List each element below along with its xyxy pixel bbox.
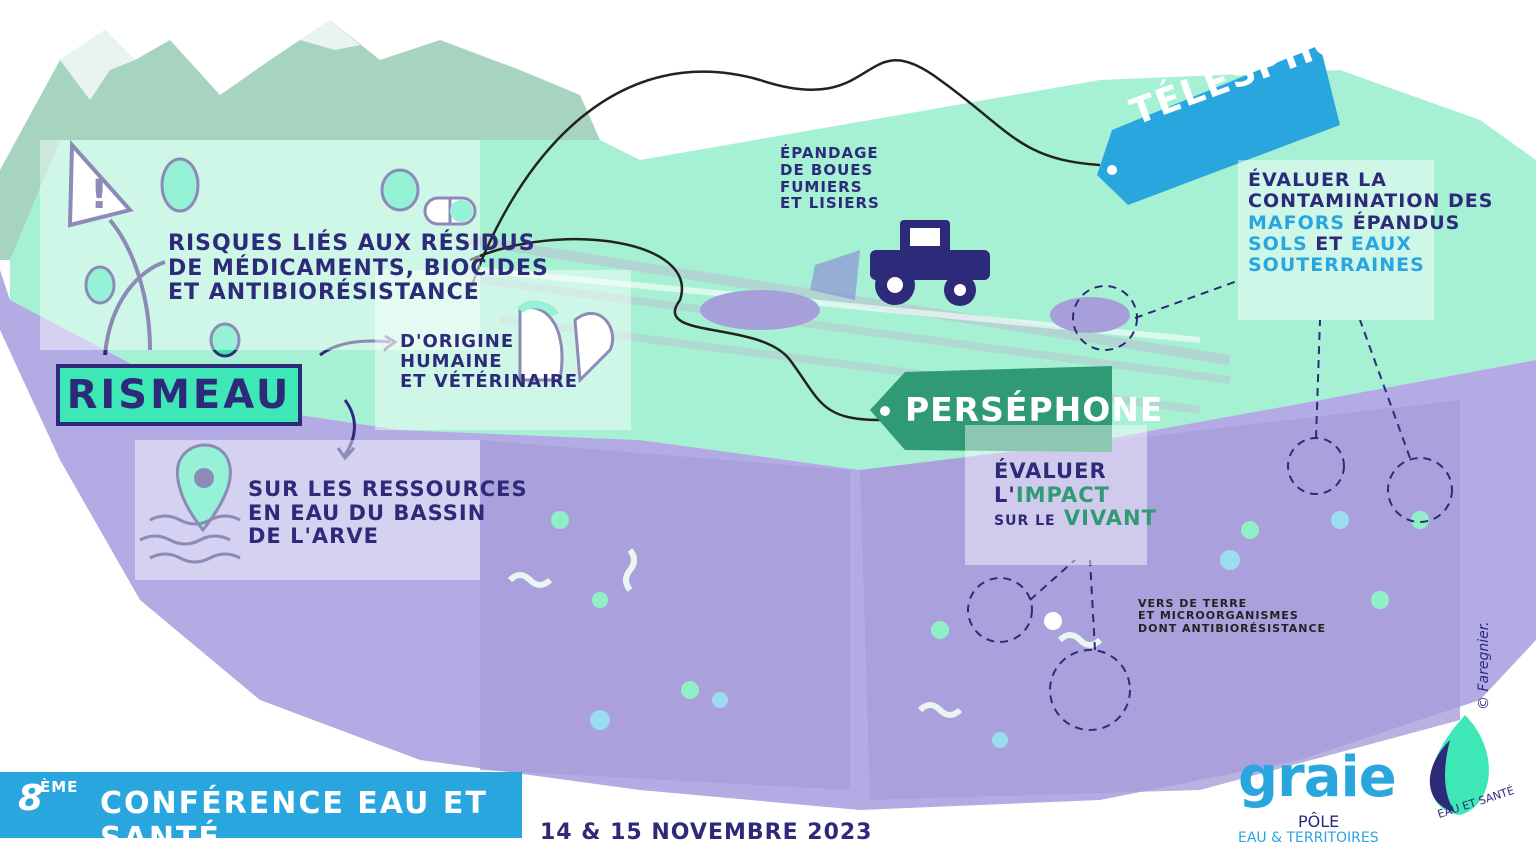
origin-line-2: humaine xyxy=(400,351,503,373)
water-waves-icon xyxy=(139,514,241,564)
eaux-accent: eaux xyxy=(1350,232,1413,255)
persephone-line-2: l'impact xyxy=(994,482,1157,508)
microbe-icon xyxy=(1371,591,1389,609)
vers-text: Vers de terre et microorganismes dont an… xyxy=(1138,597,1327,635)
microbe-icon xyxy=(551,511,569,529)
pill-icon xyxy=(423,196,477,226)
edition-number: 8 xyxy=(18,778,45,819)
origin-panel xyxy=(375,270,631,430)
graie-wordmark: graie xyxy=(1238,745,1397,810)
risks-line-1: Risques liés aux résidus xyxy=(168,231,536,256)
persephone-panel xyxy=(965,425,1147,565)
mafors-accent: MAFORs xyxy=(1248,211,1346,234)
persephone-line-1: Évaluer xyxy=(994,459,1107,483)
et-text: et xyxy=(1315,232,1344,255)
microbe-icon xyxy=(931,621,949,639)
pole-text: PÔLE xyxy=(1298,812,1340,831)
graie-logo: graie PÔLE EAU & TERRITOIRES xyxy=(1238,745,1397,847)
microbe-icon xyxy=(681,681,699,699)
impact-accent: impact xyxy=(1015,482,1110,507)
worm-icon xyxy=(917,702,963,718)
soil-layer xyxy=(0,270,1536,810)
location-pin-icon xyxy=(175,443,232,533)
resources-panel xyxy=(135,440,480,580)
string-line xyxy=(469,238,881,422)
author-credit: © Faregnier. xyxy=(1476,621,1492,710)
telesphore-panel xyxy=(1238,160,1434,320)
tractor-icon xyxy=(810,220,990,306)
resources-text: Sur les ressources en eau du bassin de l… xyxy=(248,477,528,549)
faces-icon xyxy=(517,300,615,384)
soil-organisms xyxy=(507,511,1429,748)
bacteria-icon xyxy=(84,157,420,358)
eau-territoires-text: EAU & TERRITOIRES xyxy=(1238,830,1379,846)
worm-icon xyxy=(507,572,553,588)
risks-text: Risques liés aux résidus de médicaments,… xyxy=(168,231,549,306)
telesphore-line-1: Évaluer la xyxy=(1248,169,1387,191)
persephone-text: Évaluer l'impact sur le vivant xyxy=(994,459,1157,531)
microbe-icon xyxy=(1411,511,1429,529)
worm-icon xyxy=(623,548,637,592)
resources-line-1: Sur les ressources xyxy=(248,477,528,501)
resources-line-2: en eau du bassin xyxy=(248,500,487,525)
rismeau-title: RISMEAU xyxy=(56,364,302,426)
vers-line-2: et microorganismes xyxy=(1138,609,1299,623)
vers-line-3: dont antibiorésistance xyxy=(1138,621,1327,635)
microbe-icon xyxy=(592,592,608,608)
sur-le-text: sur le xyxy=(994,513,1056,530)
microbe-icon xyxy=(1241,521,1259,539)
puddles xyxy=(700,290,1130,333)
epandage-text: Épandage de boues fumiers et lisiers xyxy=(780,145,880,212)
persephone-line-3: sur le vivant xyxy=(994,506,1157,531)
conference-date: 14 & 15 novembre 2023 xyxy=(540,820,873,845)
origin-text: D'origine humaine et vétérinaire xyxy=(400,331,579,393)
telesphore-text: Évaluer la contamination des MAFORs épan… xyxy=(1248,169,1494,277)
svg-text:!: ! xyxy=(90,172,108,218)
origin-line-1: D'origine xyxy=(400,331,515,352)
water-drop-face-icon xyxy=(1429,715,1489,815)
epandus-text: épandus xyxy=(1352,211,1461,234)
vers-line-1: Vers de terre xyxy=(1138,597,1248,610)
telesphore-line-2: contamination des xyxy=(1248,190,1494,213)
dashed-circles xyxy=(967,279,1453,731)
epandage-line-2: de boues xyxy=(780,160,874,179)
persephone-tag xyxy=(870,366,1112,452)
edition-suffix: ème xyxy=(40,778,79,796)
telesphore-tag xyxy=(1097,45,1340,205)
resources-line-3: de l'Arve xyxy=(248,524,379,549)
persephone-tag-label: PERSÉPHONE xyxy=(905,390,1164,429)
epandage-line-1: Épandage xyxy=(780,144,879,162)
telesphore-line-3: MAFORs épandus xyxy=(1248,211,1493,234)
origin-line-3: et vétérinaire xyxy=(400,371,579,393)
rismeau-panel xyxy=(40,140,480,350)
warning-sign-icon: ! xyxy=(67,139,152,351)
vivant-accent: vivant xyxy=(1063,506,1157,531)
conference-banner: 8 ème Conférence eau et santé xyxy=(0,772,522,856)
epandage-line-4: et lisiers xyxy=(780,194,880,213)
telesphore-line-5: souterraines xyxy=(1248,254,1425,277)
risks-line-2: de médicaments, biocides xyxy=(168,255,549,281)
conference-title: Conférence eau et santé xyxy=(100,786,488,856)
epandage-line-3: fumiers xyxy=(780,177,863,196)
l-prefix: l' xyxy=(994,482,1016,507)
telesphore-line-4: sols et eaux xyxy=(1248,232,1493,255)
sols-accent: sols xyxy=(1248,232,1308,255)
string-line xyxy=(468,59,1101,291)
risks-line-3: et antibiorésistance xyxy=(168,280,480,306)
